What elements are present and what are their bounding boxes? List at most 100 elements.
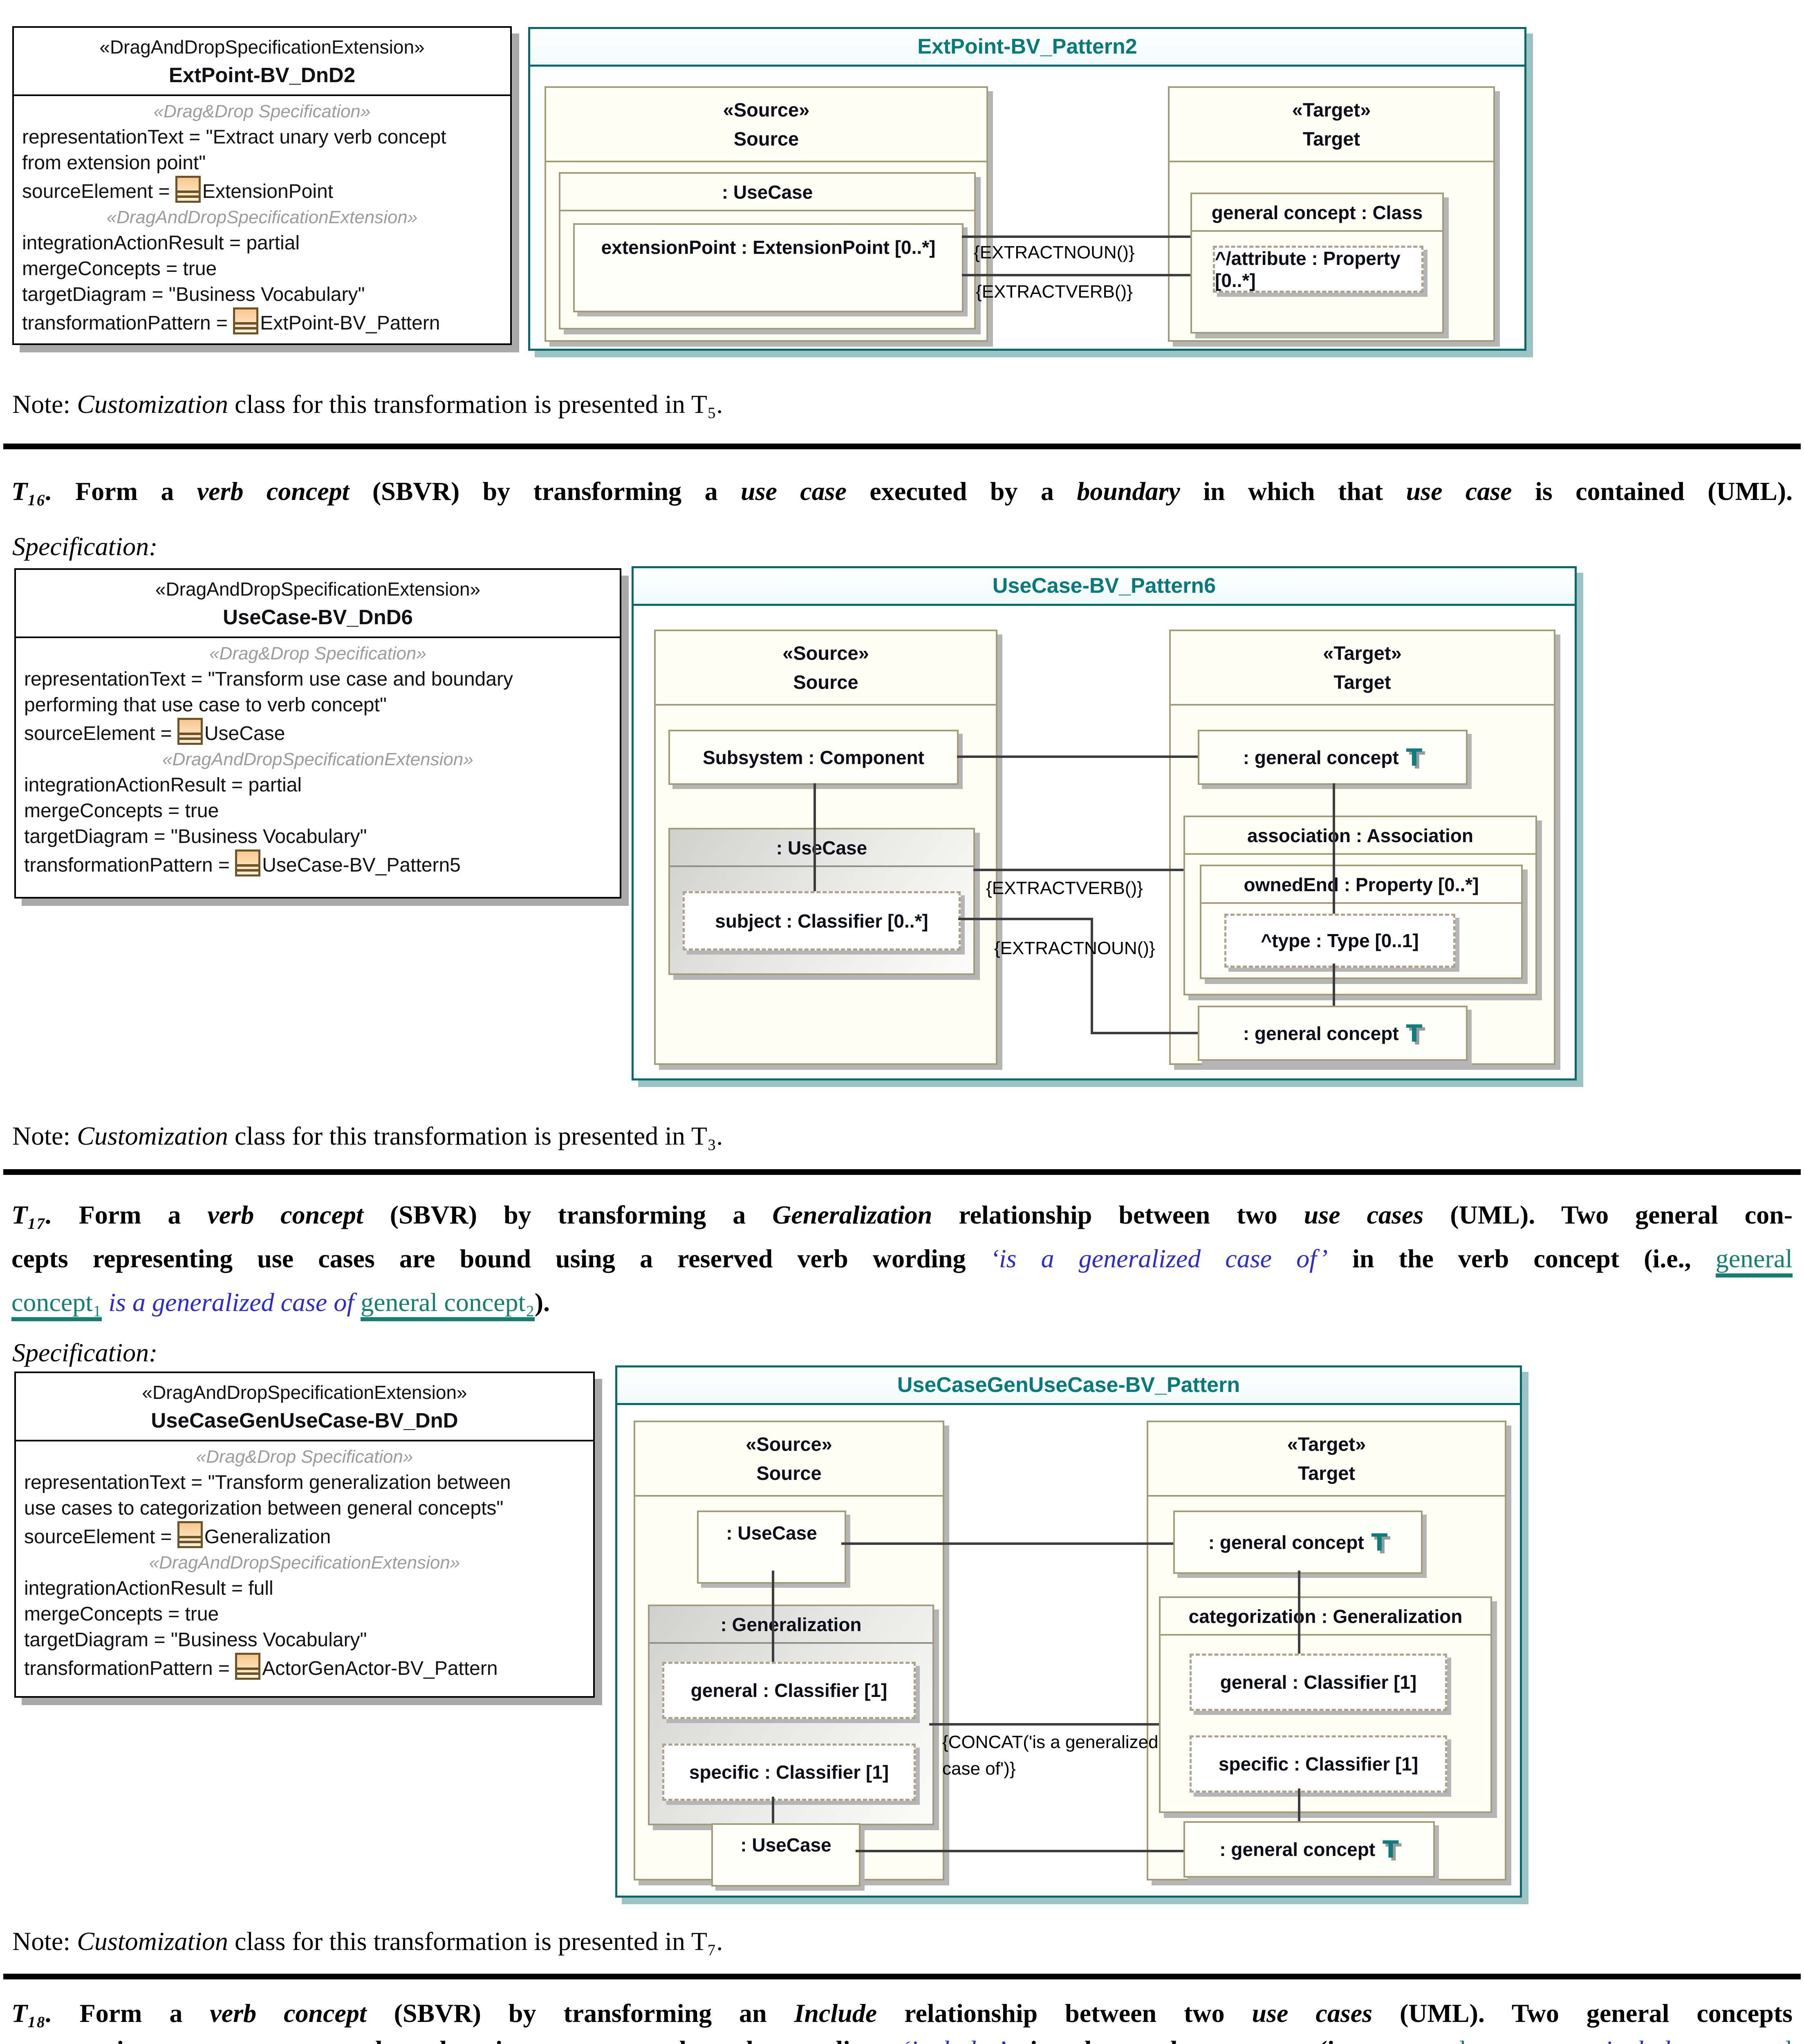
attribute-line: representationText = "Extract unary verb… bbox=[22, 126, 446, 148]
pattern-title: UseCase-BV_Pattern6 bbox=[634, 568, 1575, 606]
attribute-box: ^/attribute : Property [0..*] bbox=[1213, 246, 1423, 293]
type-label: ^type : Type [0..1] bbox=[1261, 930, 1419, 951]
stereotype-label: «DragAndDropSpecificationExtension» bbox=[142, 1382, 467, 1403]
class-icon bbox=[175, 176, 201, 203]
dnd-spec-box-extpoint: «DragAndDropSpecificationExtension» ExtP… bbox=[12, 26, 512, 345]
classifier-name: Source bbox=[756, 1462, 822, 1484]
extractverb-label: {EXTRACTVERB()} bbox=[976, 282, 1133, 302]
attribute-line: sourceElement = Generalization bbox=[24, 1521, 585, 1550]
connector-usecase-gc-top bbox=[841, 1542, 1173, 1545]
general-concept-bottom-box: : general concept T bbox=[1198, 1006, 1468, 1061]
subsystem-box: Subsystem : Component bbox=[668, 730, 959, 785]
connector-usecase-generalization bbox=[772, 1571, 774, 1662]
pattern-title: ExtPoint-BV_Pattern2 bbox=[530, 29, 1524, 67]
attribute-line: performing that use case to verb concept… bbox=[24, 694, 387, 716]
target-header: «Target» Target bbox=[1171, 631, 1554, 706]
section-rule bbox=[3, 1169, 1801, 1175]
generalization-label: : Generalization bbox=[650, 1606, 932, 1644]
classifier-name: Target bbox=[1302, 128, 1360, 150]
term-icon: T bbox=[1406, 743, 1423, 771]
pattern-frame-usecasegen: UseCaseGenUseCase-BV_Pattern «Source» So… bbox=[615, 1365, 1522, 1898]
stereotype-label: «Target» bbox=[1323, 642, 1402, 664]
subject-box: subject : Classifier [0..*] bbox=[683, 891, 961, 950]
general-concept-label: : general concept bbox=[1208, 1531, 1364, 1553]
heading-line: cepts representing use cases are bound u… bbox=[11, 1237, 1793, 1280]
connector-concat bbox=[929, 1723, 1159, 1726]
class-icon bbox=[177, 718, 203, 745]
usecase-label: : UseCase bbox=[560, 174, 974, 211]
heading-line: concept₁ is a generalized case of genera… bbox=[11, 1280, 1793, 1324]
specific-classifier-label: specific : Classifier [1] bbox=[1218, 1753, 1419, 1775]
usecase-top-box: : UseCase bbox=[697, 1511, 846, 1584]
heading-t18: T₁₈. Form a verb concept (SBVR) by trans… bbox=[11, 1995, 1793, 2044]
general-concept-label: : general concept bbox=[1243, 1022, 1399, 1044]
attribute-line: from extension point" bbox=[22, 152, 206, 174]
target-header: «Target» Target bbox=[1170, 88, 1493, 162]
general-concept-top-box: : general concept T bbox=[1173, 1511, 1423, 1574]
stereotype-label: «Target» bbox=[1287, 1433, 1366, 1455]
classifier-name: Target bbox=[1298, 1462, 1356, 1484]
stereotype-label: «DragAndDropSpecificationExtension» bbox=[99, 36, 425, 58]
connector-extractnoun-v bbox=[1091, 918, 1093, 1034]
extractverb-label: {EXTRACTVERB()} bbox=[986, 878, 1143, 898]
stereotype-label: «Drag&Drop Specification» bbox=[153, 101, 371, 121]
connector-extractverb bbox=[973, 869, 1183, 871]
attribute-line: mergeConcepts = true bbox=[24, 1603, 219, 1625]
general-classifier-target-box: general : Classifier [1] bbox=[1190, 1654, 1447, 1711]
source-header: «Source» Source bbox=[635, 1422, 943, 1497]
specific-classifier-target-box: specific : Classifier [1] bbox=[1190, 1735, 1447, 1793]
stereotype-label: «DragAndDropSpecificationExtension» bbox=[162, 749, 473, 769]
classifier-name: Source bbox=[733, 128, 799, 150]
term-icon: T bbox=[1383, 1836, 1399, 1863]
extractnoun-label: {EXTRACTNOUN()} bbox=[974, 242, 1135, 262]
stereotype-label: «Source» bbox=[746, 1433, 832, 1455]
pattern-frame-extpoint: ExtPoint-BV_Pattern2 «Source» Source «Ta… bbox=[528, 27, 1526, 351]
specification-label: Specification: bbox=[12, 532, 158, 561]
attribute-line: transformationPattern = ActorGenActor-BV… bbox=[24, 1653, 585, 1681]
specification-label: Specification: bbox=[12, 1338, 158, 1367]
dnd-body: «Drag&Drop Specification» representation… bbox=[16, 1441, 593, 1685]
note-text: Note: Customization class for this trans… bbox=[12, 1121, 723, 1150]
connector-usecase-gc-bottom bbox=[856, 1850, 1183, 1852]
attribute-line: targetDiagram = "Business Vocabulary" bbox=[24, 826, 367, 847]
attribute-line: use cases to categorization between gene… bbox=[24, 1497, 504, 1519]
usecase-label: : UseCase bbox=[726, 1522, 817, 1544]
class-label: general concept : Class bbox=[1192, 194, 1442, 232]
usecase-label: : UseCase bbox=[670, 829, 973, 867]
extractnoun-label: {EXTRACTNOUN()} bbox=[994, 938, 1155, 958]
concat-label-line1: {CONCAT('is a generalized bbox=[942, 1732, 1159, 1752]
association-label: association : Association bbox=[1185, 817, 1535, 855]
general-classifier-label: general : Classifier [1] bbox=[690, 1680, 887, 1701]
heading-line: T₁₇. Form a verb concept (SBVR) by trans… bbox=[11, 1200, 1793, 1229]
general-classifier-box: general : Classifier [1] bbox=[662, 1662, 916, 1719]
stereotype-label: «DragAndDropSpecificationExtension» bbox=[155, 578, 481, 600]
class-icon bbox=[235, 849, 261, 876]
note-text: Note: Customization class for this trans… bbox=[12, 1927, 723, 1956]
classifier-name: Source bbox=[793, 671, 858, 693]
attribute-line: integrationActionResult = partial bbox=[24, 774, 302, 796]
dnd-class-name: UseCase-BV_DnD6 bbox=[223, 605, 413, 629]
ownedend-label: ownedEnd : Property [0..*] bbox=[1201, 866, 1521, 904]
stereotype-label: «Drag&Drop Specification» bbox=[196, 1447, 413, 1467]
classifier-name: Target bbox=[1333, 671, 1391, 693]
connector-gc-general bbox=[1298, 1571, 1300, 1654]
connector-extractverb bbox=[962, 274, 1190, 276]
source-header: «Source» Source bbox=[546, 88, 986, 162]
attribute-label: ^/attribute : Property [0..*] bbox=[1215, 247, 1401, 291]
connector-gc-type bbox=[1333, 783, 1335, 914]
pattern-title: UseCaseGenUseCase-BV_Pattern bbox=[617, 1367, 1520, 1405]
connector-subsystem-generalconcept bbox=[957, 755, 1198, 758]
attribute-line: integrationActionResult = full bbox=[24, 1578, 273, 1599]
concat-label-line2: case of')} bbox=[942, 1759, 1016, 1779]
dnd-title: «DragAndDropSpecificationExtension» UseC… bbox=[16, 570, 620, 638]
specific-classifier-box: specific : Classifier [1] bbox=[662, 1744, 916, 1801]
heading-line: T₁₆. Form a verb concept (SBVR) by trans… bbox=[11, 477, 1793, 506]
heading-t17: T₁₇. Form a verb concept (SBVR) by trans… bbox=[11, 1193, 1793, 1324]
dnd-body: «Drag&Drop Specification» representation… bbox=[16, 638, 620, 882]
note-text: Note: Customization class for this trans… bbox=[12, 390, 723, 419]
dnd-title: «DragAndDropSpecificationExtension» UseC… bbox=[16, 1373, 593, 1441]
connector-subsystem-usecase bbox=[813, 783, 816, 891]
type-box: ^type : Type [0..1] bbox=[1224, 914, 1455, 968]
dnd-spec-box-usecase: «DragAndDropSpecificationExtension» UseC… bbox=[14, 568, 621, 899]
